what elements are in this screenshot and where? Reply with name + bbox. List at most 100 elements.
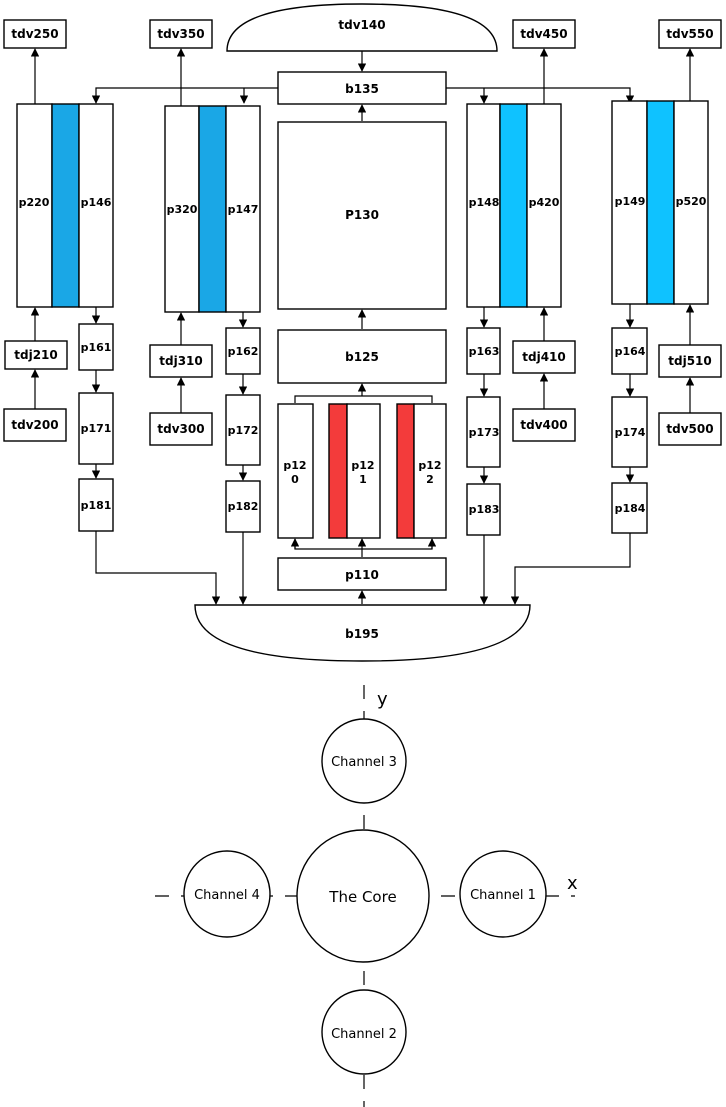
- tdv200-label: tdv200: [11, 418, 58, 432]
- b125-label: b125: [345, 350, 379, 364]
- p520-box: [673, 100, 709, 305]
- tdv300-box: [149, 412, 213, 446]
- wire-p184-b195: [510, 533, 631, 605]
- p121-label-a: p12: [351, 459, 374, 472]
- p148-label: p148: [469, 196, 500, 209]
- b195-shape: [194, 604, 531, 662]
- tdj510-label: tdj510: [668, 354, 712, 368]
- b125-box: [277, 329, 447, 384]
- core-circle: [296, 829, 430, 963]
- p121-red-band: [328, 403, 348, 539]
- channel-4-circle: [183, 850, 271, 938]
- tdj410-label: tdj410: [522, 350, 566, 364]
- p171-label: p171: [81, 422, 112, 435]
- channel-2-label: Channel 2: [331, 1027, 397, 1042]
- p122-red-band: [396, 403, 415, 539]
- tdv450-box: [512, 19, 576, 49]
- tdj210-box: [4, 340, 68, 370]
- p181-label: p181: [81, 499, 112, 512]
- channel-1-circle: [459, 850, 547, 938]
- p164-label: p164: [615, 345, 646, 358]
- tdv250-box: [3, 19, 67, 49]
- tdj210-label: tdj210: [14, 348, 58, 362]
- p122-label-a: p12: [418, 459, 441, 472]
- y-axis-label: y: [377, 689, 388, 710]
- p220-box: [16, 103, 53, 308]
- p146-box: [78, 103, 114, 308]
- tdv450-label: tdv450: [520, 27, 567, 41]
- p110-label: p110: [345, 568, 379, 582]
- b135-label: b135: [345, 82, 379, 96]
- tdj510-box: [658, 344, 722, 378]
- col2-blue-band: [198, 105, 227, 313]
- p420-label: p420: [529, 196, 560, 209]
- p173-box: [466, 396, 501, 468]
- tdv350-box: [149, 19, 213, 49]
- p149-label: p149: [615, 195, 646, 208]
- p161-label: p161: [81, 341, 112, 354]
- p181-box: [78, 478, 114, 532]
- x-axis-label: x: [567, 873, 578, 894]
- p163-label: p163: [469, 345, 500, 358]
- p184-label: p184: [615, 502, 646, 515]
- channel-3-circle: [321, 718, 407, 804]
- tdv300-label: tdv300: [157, 422, 204, 436]
- p320-box: [164, 105, 200, 313]
- tdj310-label: tdj310: [159, 354, 203, 368]
- p164-box: [611, 327, 648, 375]
- p110-box: [277, 557, 447, 591]
- tdv550-label: tdv550: [666, 27, 713, 41]
- tdv250-label: tdv250: [11, 27, 58, 41]
- p120-label-b: 0: [291, 473, 299, 486]
- channel-3-label: Channel 3: [331, 755, 397, 770]
- wire-b135-col1: [91, 87, 278, 104]
- p122-box: [413, 403, 447, 539]
- p146-label: p146: [81, 196, 112, 209]
- p121-label-b: 1: [359, 473, 367, 486]
- channel-2-circle: [321, 989, 407, 1075]
- channel-1-label: Channel 1: [470, 888, 536, 903]
- p161-box: [78, 323, 114, 371]
- p520-label: p520: [676, 195, 707, 208]
- col3-blue-band: [499, 103, 528, 308]
- col1-blue-band: [51, 103, 80, 308]
- tdv400-label: tdv400: [520, 418, 567, 432]
- wire-p181-b195: [95, 531, 221, 605]
- channel-4-label: Channel 4: [194, 888, 260, 903]
- tdj410-box: [512, 340, 576, 374]
- p420-box: [526, 103, 562, 308]
- p220-label: p220: [19, 196, 50, 209]
- p147-box: [225, 105, 261, 313]
- tdv500-label: tdv500: [666, 422, 713, 436]
- p184-box: [611, 482, 648, 534]
- p183-label: p183: [469, 503, 500, 516]
- p173-label: p173: [469, 426, 500, 439]
- wire-b135-col4: [446, 87, 635, 104]
- p182-label: p182: [228, 500, 259, 513]
- tdv550-box: [658, 19, 722, 49]
- p320-label: p320: [167, 203, 198, 216]
- p174-label: p174: [615, 426, 646, 439]
- p162-label: p162: [228, 345, 259, 358]
- b195-label: b195: [345, 627, 379, 641]
- tdv140-shape: [226, 3, 498, 52]
- tdv350-label: tdv350: [157, 27, 204, 41]
- wire-collector-top: [294, 395, 433, 403]
- p120-box: [277, 403, 314, 539]
- p183-box: [466, 483, 501, 536]
- p172-label: p172: [228, 424, 259, 437]
- wire-distribution-bottom: [294, 539, 433, 550]
- core-label: The Core: [328, 888, 396, 906]
- col4-blue-band: [646, 100, 675, 305]
- p130-label: P130: [345, 208, 379, 222]
- tdv140-label: tdv140: [338, 18, 385, 32]
- p162-box: [225, 327, 261, 375]
- p120-label-a: p12: [283, 459, 306, 472]
- p121-box: [346, 403, 381, 539]
- p130-box: [277, 121, 447, 310]
- p122-label-b: 2: [426, 473, 434, 486]
- p147-label: p147: [228, 203, 259, 216]
- tdv500-box: [658, 412, 722, 446]
- tdj310-box: [149, 344, 213, 378]
